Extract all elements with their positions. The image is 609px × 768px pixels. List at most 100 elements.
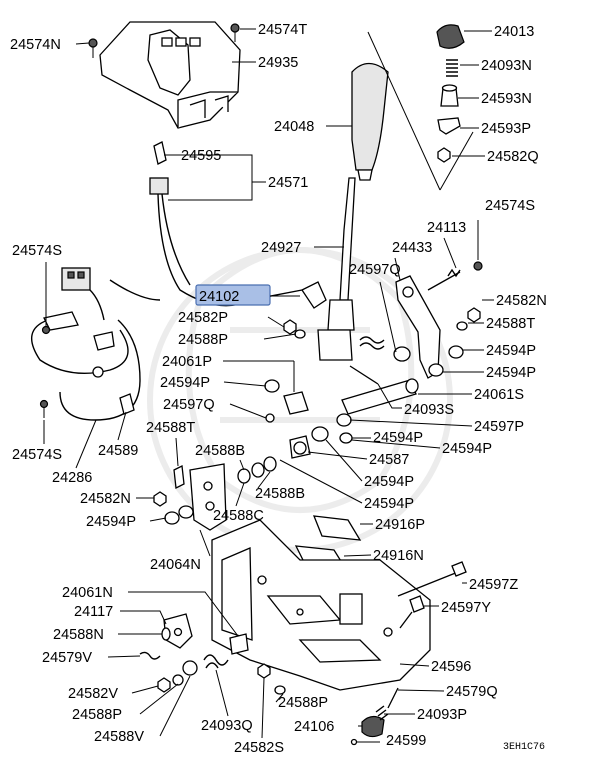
label-24594P-b[interactable]: 24594P: [486, 365, 536, 381]
console-cover-part[interactable]: [99, 21, 241, 129]
screw-24574N-part[interactable]: [88, 38, 98, 58]
knob-24106-part[interactable]: [361, 715, 385, 738]
pin-24579Q-part[interactable]: [387, 687, 399, 709]
button-24593N-part[interactable]: [440, 84, 459, 107]
label-24582S[interactable]: 24582S: [234, 740, 284, 756]
label-24579V[interactable]: 24579V: [42, 650, 92, 666]
pin-24597Q-part[interactable]: [349, 365, 379, 385]
label-24916N[interactable]: 24916N: [373, 548, 424, 564]
bushing-24594P-center-part[interactable]: [264, 379, 353, 444]
shaft-24061S-part[interactable]: [341, 378, 419, 415]
clip-24916P-part[interactable]: [312, 515, 362, 541]
spring-24093N-part[interactable]: [446, 59, 458, 77]
nut-24582S-part[interactable]: [257, 663, 271, 679]
collar-24061N-part[interactable]: [229, 633, 249, 655]
selector-arm-24433-part[interactable]: [395, 275, 441, 379]
label-24579Q[interactable]: 24579Q: [446, 684, 498, 700]
label-24589[interactable]: 24589: [98, 443, 138, 459]
label-24588N[interactable]: 24588N: [53, 627, 104, 643]
nut-24582N-part[interactable]: [467, 307, 481, 323]
label-24117[interactable]: 24117: [74, 604, 113, 620]
label-24582Q[interactable]: 24582Q: [487, 149, 539, 165]
label-24582V[interactable]: 24582V: [68, 686, 118, 702]
label-24013[interactable]: 24013: [494, 24, 534, 40]
label-24106[interactable]: 24106: [294, 719, 334, 735]
label-24093Q[interactable]: 24093Q: [201, 718, 253, 734]
nut-24582V-part[interactable]: [157, 677, 171, 693]
label-24571[interactable]: 24571: [268, 175, 308, 191]
label-24597Q-b[interactable]: 24597Q: [163, 397, 215, 413]
rod-24113-part[interactable]: [427, 268, 461, 291]
label-24574T[interactable]: 24574T: [258, 22, 307, 38]
label-24588B-b[interactable]: 24588B: [255, 486, 305, 502]
label-24594P-d[interactable]: 24594P: [373, 430, 423, 446]
screw-24574S-left-part[interactable]: [39, 325, 51, 419]
label-24588P-a[interactable]: 24588P: [178, 332, 228, 348]
label-24582P-a[interactable]: 24582P: [178, 310, 228, 326]
label-24594P-c[interactable]: 24594P: [160, 375, 210, 391]
wiring-harness-24571-part[interactable]: [109, 141, 303, 307]
label-24588C[interactable]: 24588C: [213, 508, 264, 524]
label-24574S-a[interactable]: 24574S: [485, 198, 535, 214]
lever-rod-24927-part[interactable]: [317, 177, 356, 361]
label-24093N-a[interactable]: 24093N: [481, 58, 532, 74]
label-24061P[interactable]: 24061P: [162, 354, 212, 370]
label-24113[interactable]: 24113: [427, 220, 466, 236]
washer-24588P-bottom-part[interactable]: [274, 685, 286, 695]
label-24594P-e[interactable]: 24594P: [442, 441, 492, 457]
pivot-24587-part[interactable]: [289, 435, 311, 459]
nut-24582P-part[interactable]: [283, 319, 297, 335]
label-24597P[interactable]: 24597P: [474, 419, 524, 435]
bushing-24594P-part[interactable]: [393, 345, 464, 377]
label-24597Y[interactable]: 24597Y: [441, 600, 491, 616]
label-24595[interactable]: 24595: [181, 148, 221, 164]
label-24093P[interactable]: 24093P: [417, 707, 467, 723]
clip-24593P-part[interactable]: [437, 117, 461, 135]
label-24588V[interactable]: 24588V: [94, 729, 144, 745]
spring-24093P-part[interactable]: [375, 705, 389, 721]
label-24433[interactable]: 24433: [392, 240, 432, 256]
label-24597Q-a[interactable]: 24597Q: [349, 262, 401, 278]
label-24588B-a[interactable]: 24588B: [195, 443, 245, 459]
screw-24574S-right-part[interactable]: [473, 261, 483, 271]
label-24102[interactable]: 24102: [199, 289, 239, 305]
washer-24588P-part[interactable]: [294, 329, 306, 339]
nut-24582Q-part[interactable]: [437, 147, 451, 163]
label-24599[interactable]: 24599: [386, 733, 426, 749]
pin-24599-part[interactable]: [350, 738, 381, 746]
washer-24588B-part[interactable]: [237, 456, 277, 484]
label-24588T-a[interactable]: 24588T: [486, 316, 535, 332]
label-24593P[interactable]: 24593P: [481, 121, 531, 137]
label-24916P[interactable]: 24916P: [375, 517, 425, 533]
label-24596[interactable]: 24596: [431, 659, 471, 675]
label-24594P-h[interactable]: 24594P: [86, 514, 136, 530]
shift-knob-24048-part[interactable]: [351, 31, 474, 191]
label-24286[interactable]: 24286: [52, 470, 92, 486]
nut-24582N-left-part[interactable]: [153, 491, 167, 507]
knob-cap-24013-part[interactable]: [436, 24, 465, 49]
label-24597Z[interactable]: 24597Z: [469, 577, 518, 593]
label-24048[interactable]: 24048: [274, 119, 314, 135]
label-24594P-a[interactable]: 24594P: [486, 343, 536, 359]
label-24574S-b[interactable]: 24574S: [12, 243, 62, 259]
washer-24588N-part[interactable]: [161, 627, 171, 641]
label-24061N[interactable]: 24061N: [62, 585, 113, 601]
washer-24588P-lower-part[interactable]: [172, 660, 198, 686]
label-24064N[interactable]: 24064N: [150, 557, 201, 573]
label-24927[interactable]: 24927: [261, 240, 301, 256]
collar-24061P-part[interactable]: [283, 391, 309, 415]
label-24093S[interactable]: 24093S: [404, 402, 454, 418]
bolt-24597Z-part[interactable]: [397, 561, 467, 597]
washer-24588T-left-part[interactable]: [173, 465, 185, 489]
bushing-24594P-left-part[interactable]: [164, 505, 194, 525]
washer-24588T-part[interactable]: [456, 321, 468, 331]
label-24588P-b[interactable]: 24588P: [72, 707, 122, 723]
label-24574S-c[interactable]: 24574S: [12, 447, 62, 463]
screw-24574T-part[interactable]: [230, 23, 240, 42]
harness-24286-part[interactable]: [31, 267, 141, 421]
label-24574N-a[interactable]: 24574N: [10, 37, 61, 53]
label-24935[interactable]: 24935: [258, 55, 298, 71]
label-24582N-a[interactable]: 24582N: [496, 293, 547, 309]
label-24594P-g[interactable]: 24594P: [364, 496, 414, 512]
label-24588P-c[interactable]: 24588P: [278, 695, 328, 711]
